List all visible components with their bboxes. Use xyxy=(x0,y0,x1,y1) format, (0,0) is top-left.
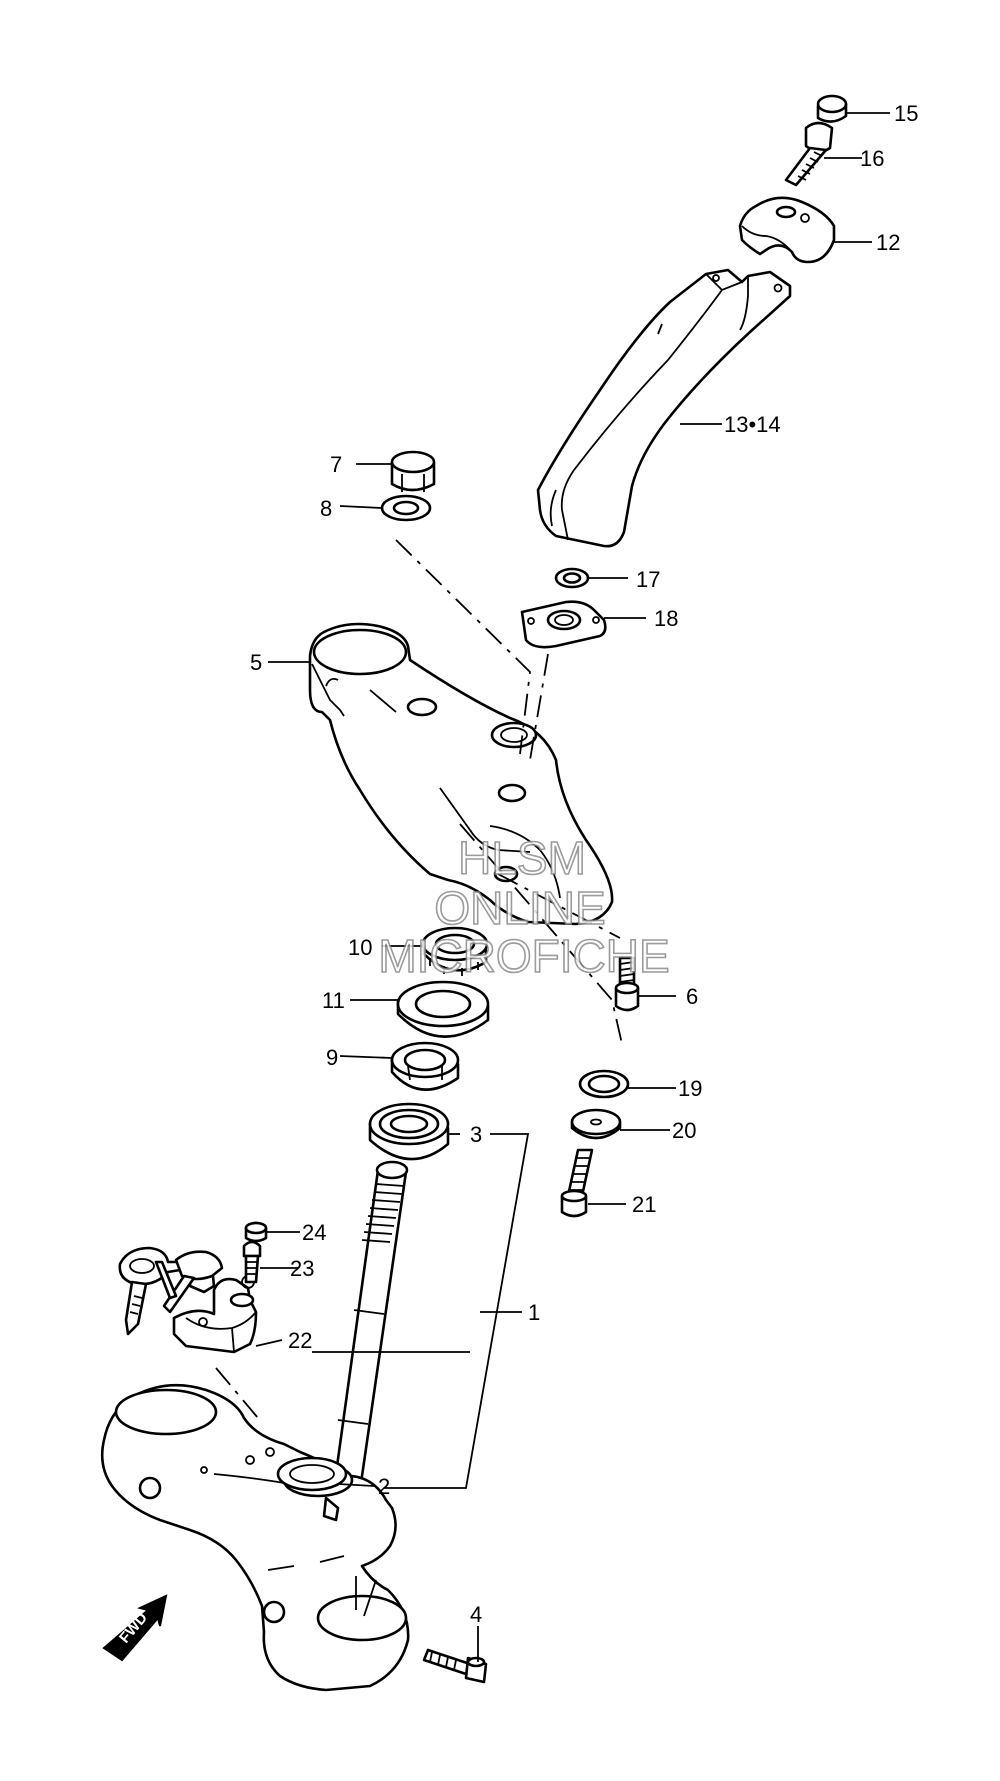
label-13-14: 13•14 xyxy=(724,412,781,437)
label-23: 23 xyxy=(290,1256,314,1281)
watermark-line-3: MICROFICHE xyxy=(378,930,669,982)
part-20-washer xyxy=(570,1108,622,1140)
label-19: 19 xyxy=(678,1076,702,1101)
part-24-cap xyxy=(244,1221,268,1243)
part-21-bolt xyxy=(560,1148,594,1218)
part-labels: 15 16 12 13•14 7 8 17 18 5 10 11 9 3 1 2… xyxy=(250,101,918,1627)
watermark-line-2: ONLINE xyxy=(434,882,605,934)
part-9-bearing xyxy=(390,1041,460,1091)
part-10-locknut xyxy=(421,926,489,976)
label-3: 3 xyxy=(470,1122,482,1147)
part-19-washer xyxy=(578,1069,630,1099)
part-6-bolt xyxy=(614,956,640,1012)
alignment-lines xyxy=(215,539,623,1419)
fwd-direction-arrow: FWD xyxy=(102,1594,168,1662)
label-24: 24 xyxy=(302,1220,326,1245)
label-17: 17 xyxy=(636,567,660,592)
part-11-dust-seal xyxy=(396,980,490,1038)
part-17-washer xyxy=(554,567,590,589)
label-7: 7 xyxy=(330,452,342,477)
leader-lines xyxy=(255,112,890,1662)
label-9: 9 xyxy=(326,1045,338,1070)
part-18-plate xyxy=(520,600,607,649)
part-23-screw xyxy=(242,1240,262,1284)
watermark-line-1: HLSM xyxy=(458,832,586,884)
label-12: 12 xyxy=(876,230,900,255)
ignition-keys xyxy=(118,1246,224,1336)
label-15: 15 xyxy=(894,101,918,126)
part-15-cap xyxy=(816,94,848,123)
part-4-bolt xyxy=(422,1648,488,1684)
label-2: 2 xyxy=(378,1474,390,1499)
label-6: 6 xyxy=(686,984,698,1009)
part-7-nut xyxy=(390,450,436,492)
part-16-bolt xyxy=(784,121,834,187)
part-8-washer xyxy=(380,494,432,522)
label-16: 16 xyxy=(860,146,884,171)
label-1: 1 xyxy=(528,1300,540,1325)
part-3-bearing xyxy=(368,1102,450,1161)
watermark: HLSM ONLINE MICROFICHE xyxy=(378,831,671,983)
label-18: 18 xyxy=(654,606,678,631)
part-13-14-handlebar xyxy=(536,268,792,548)
label-11: 11 xyxy=(322,988,345,1013)
part-12-handlebar-holder xyxy=(738,196,836,264)
label-10: 10 xyxy=(348,935,372,960)
part-5-upper-bracket xyxy=(308,622,614,926)
label-21: 21 xyxy=(632,1192,656,1217)
label-5: 5 xyxy=(250,650,262,675)
label-20: 20 xyxy=(672,1118,696,1143)
label-8: 8 xyxy=(320,496,332,521)
label-22: 22 xyxy=(288,1328,312,1353)
part-2-dust-seal xyxy=(276,1456,348,1492)
label-4: 4 xyxy=(470,1602,482,1627)
